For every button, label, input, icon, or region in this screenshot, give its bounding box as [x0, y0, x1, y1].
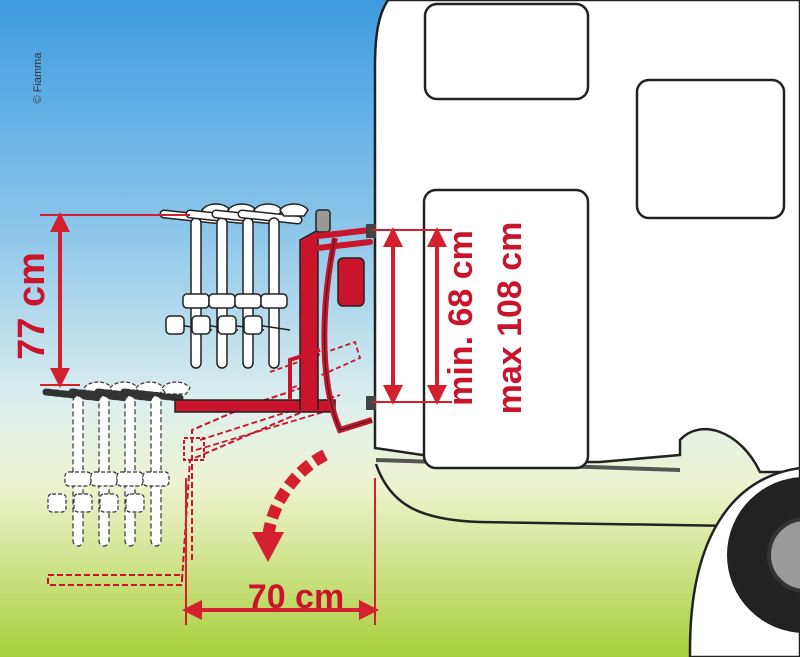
rack-raised-position — [164, 204, 376, 434]
tilt-arrow — [252, 449, 328, 562]
rack-lowered-position — [46, 340, 362, 586]
bracket-min-label: min. 68 cm — [442, 230, 480, 406]
rear-door — [422, 188, 590, 470]
rear-wheel — [727, 477, 800, 633]
upper-window — [423, 2, 590, 101]
side-window — [635, 78, 786, 220]
rack-drop-label: 77 cm — [11, 252, 53, 360]
bracket-max-label: max 108 cm — [491, 221, 529, 415]
rear-wheel-rim — [767, 517, 800, 593]
copyright-text: © Fiamma — [32, 52, 44, 104]
motorhome — [373, 0, 800, 657]
dimension-bracket — [372, 227, 452, 405]
dimension-70cm — [182, 478, 379, 625]
rack-depth-label: 70 cm — [247, 578, 345, 616]
dimension-77cm — [40, 212, 190, 388]
